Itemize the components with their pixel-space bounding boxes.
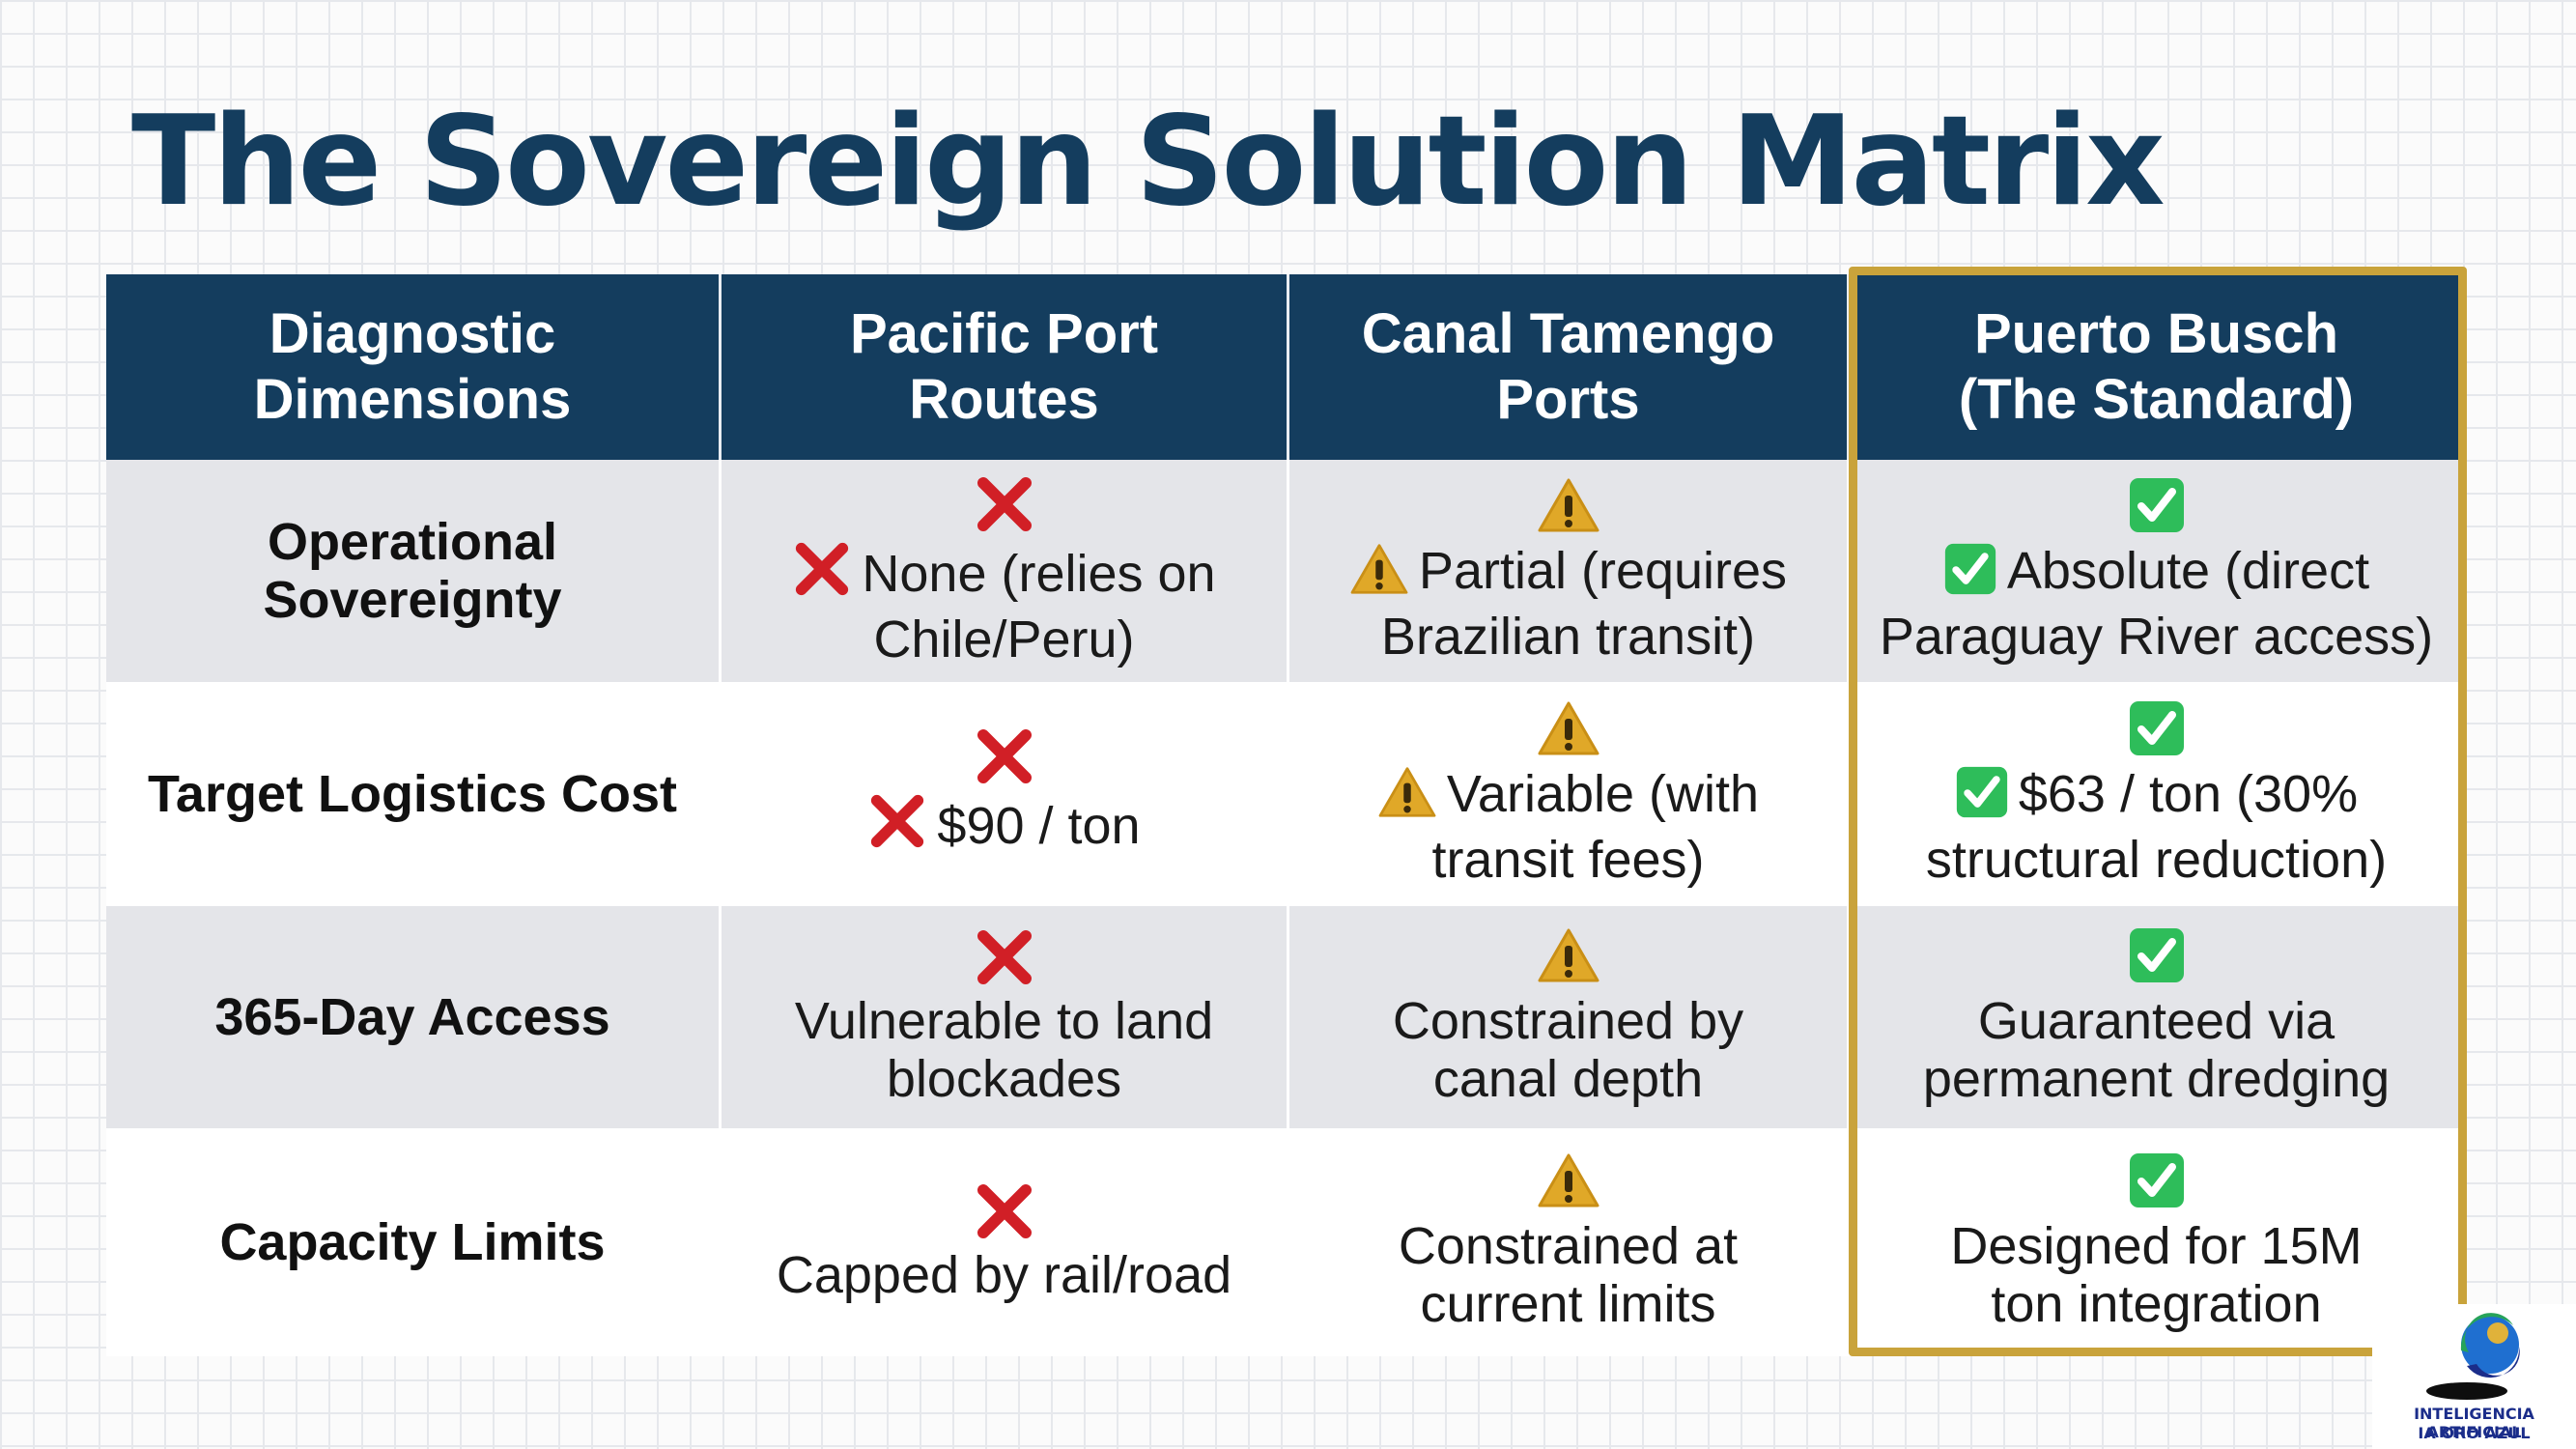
cell-value: Absolute (direct Paraguay River access) <box>1879 542 2434 666</box>
cross-icon <box>974 725 1035 787</box>
cell-value: Vulnerable to land blockades <box>794 992 1214 1108</box>
cell-tamengo-access: Constrained by canal depth <box>1287 906 1847 1128</box>
column-header-label: Diagnostic Dimensions <box>253 302 572 431</box>
cross-icon <box>974 926 1035 988</box>
row-label-sovereignty: Operational Sovereignty <box>106 460 719 682</box>
cell-busch-cost: $63 / ton (30% structural reduction) <box>1847 682 2463 906</box>
cell-value: Capped by rail/road <box>776 1246 1232 1304</box>
logo-icon <box>2426 1313 2520 1400</box>
row-label-access: 365-Day Access <box>106 906 719 1128</box>
cross-icon <box>867 791 927 863</box>
logo-text-line2: IA ORO AZUL <box>2418 1424 2531 1442</box>
solution-matrix-table: Diagnostic Dimensions Pacific Port Route… <box>106 274 2463 1356</box>
column-header-pacific: Pacific Port Routes <box>719 274 1287 460</box>
warning-icon <box>1537 699 1600 761</box>
cell-pacific-sovereignty: None (relies on Chile/Peru) <box>719 460 1287 682</box>
warning-icon <box>1537 1151 1600 1213</box>
check-icon <box>2128 1151 2186 1213</box>
cell-value: Guaranteed via permanent dredging <box>1922 992 2391 1108</box>
cell-tamengo-sovereignty: Partial (requires Brazilian transit) <box>1287 460 1847 682</box>
cross-icon <box>974 473 1035 535</box>
cell-value: $63 / ton (30% structural reduction) <box>1925 765 2388 889</box>
cell-text: None (relies on Chile/Peru) <box>792 539 1216 668</box>
warning-icon <box>1537 476 1600 538</box>
column-header-dimensions: Diagnostic Dimensions <box>106 274 719 460</box>
page-title: The Sovereign Solution Matrix <box>131 90 2166 234</box>
column-header-busch: Puerto Busch (The Standard) <box>1847 274 2463 460</box>
cell-busch-capacity: Designed for 15M ton integration <box>1847 1128 2463 1356</box>
cell-tamengo-cost: Variable (with transit fees) <box>1287 682 1847 906</box>
cell-pacific-capacity: Capped by rail/road <box>719 1128 1287 1356</box>
logo-text-line1: INTELIGENCIA ARTIFICIAL <box>2414 1405 2534 1441</box>
row-label-cost: Target Logistics Cost <box>106 682 719 906</box>
cell-value: Designed for 15M ton integration <box>1950 1217 2363 1333</box>
cell-text: Absolute (direct Paraguay River access) <box>1880 542 2433 666</box>
warning-icon <box>1349 542 1409 608</box>
cell-busch-sovereignty: Absolute (direct Paraguay River access) <box>1847 460 2463 682</box>
cell-text: $63 / ton (30% structural reduction) <box>1926 765 2387 889</box>
cell-text: Variable (with transit fees) <box>1377 765 1759 889</box>
cell-pacific-access: Vulnerable to land blockades <box>719 906 1287 1128</box>
cell-value: $90 / ton <box>937 797 1141 855</box>
check-icon <box>2128 699 2186 761</box>
check-icon <box>2128 926 2186 988</box>
warning-icon <box>1377 765 1437 831</box>
logo: INTELIGENCIA ARTIFICIAL IA ORO AZUL <box>2372 1304 2576 1449</box>
cell-busch-access: Guaranteed via permanent dredging <box>1847 906 2463 1128</box>
column-header-label: Puerto Busch (The Standard) <box>1958 302 2355 431</box>
row-label-capacity: Capacity Limits <box>106 1128 719 1356</box>
check-icon <box>1955 765 2009 831</box>
cell-value: None (relies on Chile/Peru) <box>862 545 1216 668</box>
cell-value: Partial (requires Brazilian transit) <box>1380 542 1788 666</box>
check-icon <box>1943 542 1997 608</box>
cell-value: Constrained at current limits <box>1398 1217 1739 1333</box>
cell-value: Variable (with transit fees) <box>1431 765 1760 889</box>
cell-pacific-cost: $90 / ton <box>719 682 1287 906</box>
cell-text: Partial (requires Brazilian transit) <box>1349 542 1787 666</box>
cell-tamengo-capacity: Constrained at current limits <box>1287 1128 1847 1356</box>
check-icon <box>2128 476 2186 538</box>
column-header-tamengo: Canal Tamengo Ports <box>1287 274 1847 460</box>
column-header-label: Pacific Port Routes <box>849 302 1159 431</box>
cell-value: Constrained by canal depth <box>1392 992 1744 1108</box>
cell-text: $90 / ton <box>867 791 1141 863</box>
cross-icon <box>974 1180 1035 1242</box>
column-header-label: Canal Tamengo Ports <box>1361 302 1775 431</box>
warning-icon <box>1537 926 1600 988</box>
cross-icon <box>792 539 852 611</box>
